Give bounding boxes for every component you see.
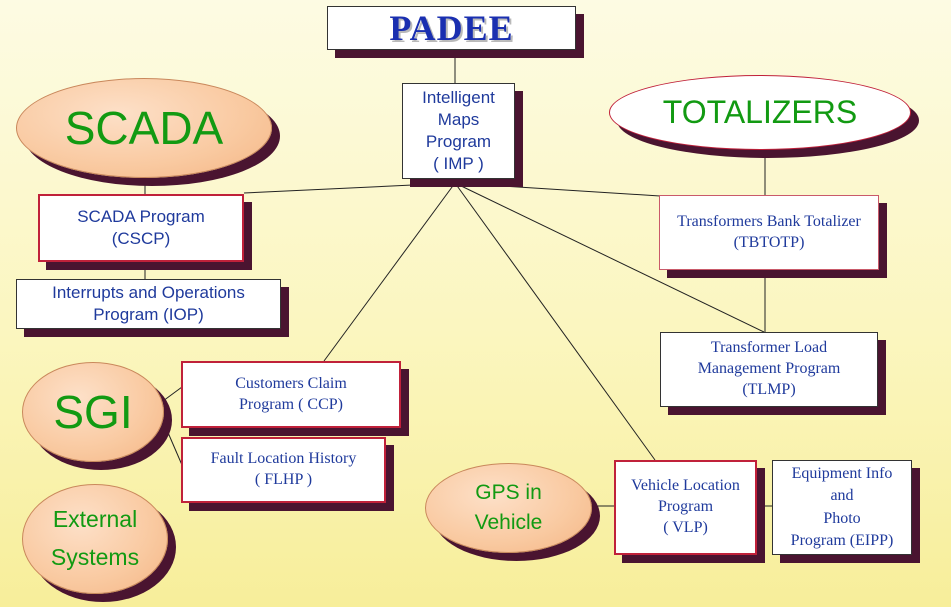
totalizers-ellipse: TOTALIZERS bbox=[609, 75, 911, 150]
imp-box: Intelligent Maps Program ( IMP ) bbox=[402, 83, 515, 179]
tbtotp-box: Transformers Bank Totalizer (TBTOTP) bbox=[659, 195, 879, 270]
line-sgi-flhp bbox=[162, 420, 183, 466]
vlp-box: Vehicle Location Program ( VLP) bbox=[614, 460, 757, 555]
eipp-label: Equipment Info and Photo Program (EIPP) bbox=[790, 464, 894, 549]
padee-title-box: PADEE bbox=[327, 6, 576, 50]
sgi-label: SGI bbox=[53, 386, 133, 438]
totalizers-label: TOTALIZERS bbox=[662, 94, 858, 130]
ccp-label: Customers Claim Program ( CCP) bbox=[235, 374, 347, 413]
gps-label: GPS in Vehicle bbox=[474, 480, 543, 534]
scada-label: SCADA bbox=[64, 102, 224, 154]
line-sgi-ccp bbox=[162, 386, 183, 402]
gps-ellipse: GPS in Vehicle bbox=[425, 463, 592, 553]
padee-title: PADEE bbox=[389, 7, 514, 48]
eipp-box: Equipment Info and Photo Program (EIPP) bbox=[772, 460, 912, 555]
iop-label: Interrupts and Operations Program (IOP) bbox=[52, 282, 245, 324]
iop-box: Interrupts and Operations Program (IOP) bbox=[16, 279, 281, 329]
scada-program-label: SCADA Program (CSCP) bbox=[77, 206, 205, 248]
line-imp-vlp bbox=[454, 182, 656, 461]
tbtotp-label: Transformers Bank Totalizer (TBTOTP) bbox=[677, 212, 861, 251]
line-imp-cscp bbox=[243, 182, 456, 194]
ccp-box: Customers Claim Program ( CCP) bbox=[181, 361, 401, 428]
line-imp-tlmp bbox=[454, 182, 765, 333]
external-systems-label: External Systems bbox=[50, 506, 140, 570]
external-systems-ellipse: External Systems bbox=[22, 484, 168, 594]
line-imp-ccp bbox=[323, 182, 456, 362]
imp-label: Intelligent Maps Program ( IMP ) bbox=[422, 87, 495, 174]
scada-program-box: SCADA Program (CSCP) bbox=[38, 194, 244, 262]
line-imp-tbtotp bbox=[454, 182, 661, 197]
vlp-label: Vehicle Location Program ( VLP) bbox=[631, 477, 740, 536]
sgi-ellipse: SGI bbox=[22, 362, 164, 462]
tlmp-label: Transformer Load Management Program (TLM… bbox=[697, 339, 841, 398]
flhp-box: Fault Location History ( FLHP ) bbox=[181, 437, 386, 503]
flhp-label: Fault Location History ( FLHP ) bbox=[210, 450, 357, 488]
tlmp-box: Transformer Load Management Program (TLM… bbox=[660, 332, 878, 407]
scada-ellipse: SCADA bbox=[16, 78, 272, 178]
